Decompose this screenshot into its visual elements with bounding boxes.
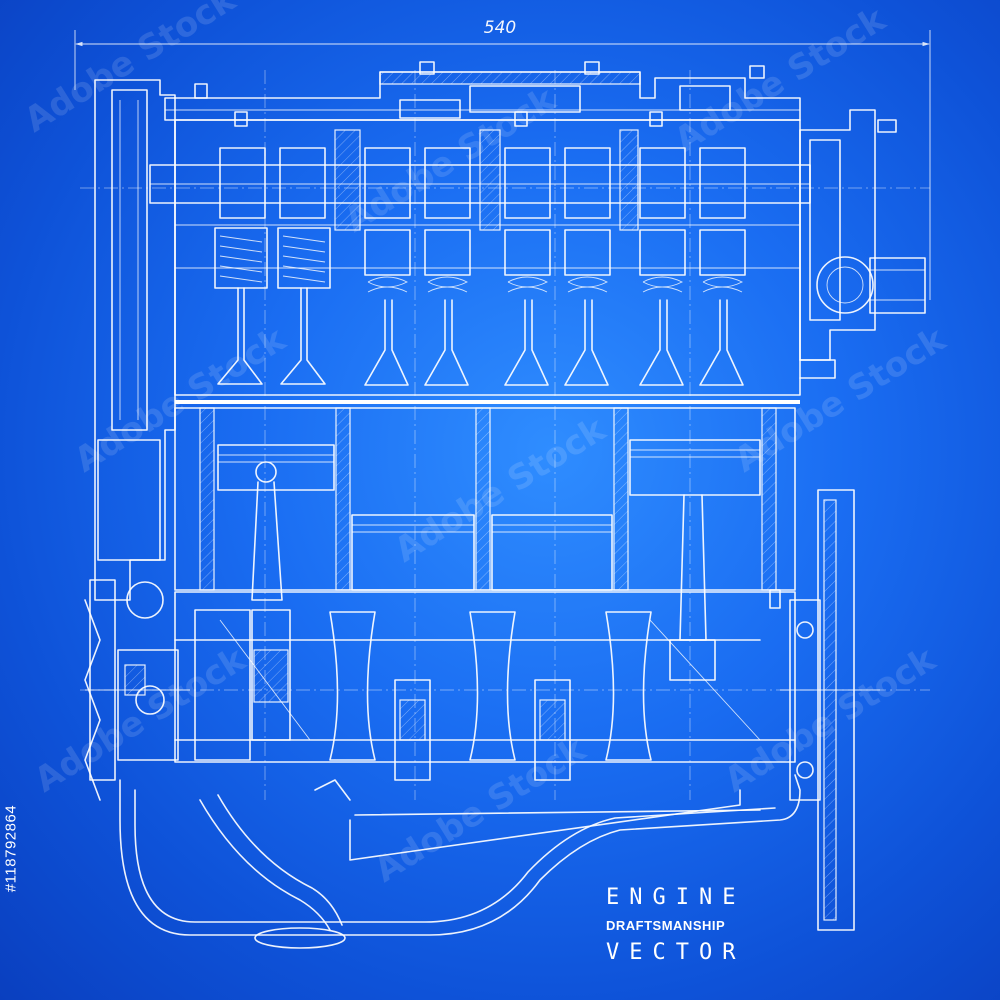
stock-id-label: #118792864 <box>2 804 20 893</box>
bolts <box>194 61 781 609</box>
crankshaft <box>174 591 796 781</box>
timing-cover-left <box>84 79 190 801</box>
caption-footer: VECTOR <box>606 940 746 965</box>
flywheel-right <box>780 109 926 931</box>
caption-subtitle: DRAFTSMANSHIP <box>606 918 726 933</box>
oil-pan <box>119 774 801 949</box>
valve-train <box>214 227 746 386</box>
valve-cover <box>164 71 801 121</box>
pistons <box>217 439 761 641</box>
dimension-label: 540 <box>483 18 517 38</box>
camshaft <box>149 129 811 231</box>
caption-title: ENGINE <box>606 885 746 910</box>
dimension-line <box>74 30 931 300</box>
cylinder-block <box>174 407 796 591</box>
caption: ENGINE DRAFTSMANSHIP VECTOR <box>606 884 756 967</box>
